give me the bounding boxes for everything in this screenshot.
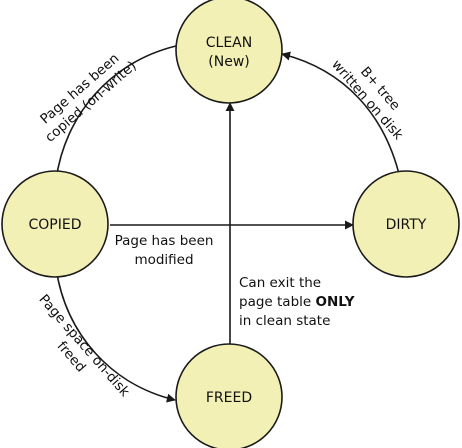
node-copied: COPIED [1, 170, 109, 278]
node-freed: FREED [175, 343, 283, 448]
node-clean-label-line1: CLEAN [206, 35, 252, 51]
node-clean: CLEAN (New) [175, 0, 283, 104]
node-dirty-label: DIRTY [386, 217, 427, 233]
label-freed-to-clean-line1: Can exit the [239, 275, 321, 291]
label-dirty-to-clean: B+ tree written on disk [328, 57, 406, 143]
edge-dirty-to-clean [281, 51, 401, 179]
label-copied-to-dirty: Page has been modified [115, 233, 214, 268]
label-copied-to-freed-line1: Page space on-disk [35, 292, 132, 401]
node-copied-label: COPIED [29, 217, 82, 233]
edge-clean-to-copied [52, 45, 177, 181]
label-freed-to-clean: Can exit the page table ONLY in clean st… [239, 275, 355, 329]
label-freed-to-clean-line2-prefix: page table [239, 294, 316, 310]
node-freed-label: FREED [206, 390, 252, 406]
node-dirty: DIRTY [352, 170, 460, 278]
node-clean-label-line2: (New) [208, 54, 249, 70]
label-freed-to-clean-line3: in clean state [239, 313, 330, 329]
label-copied-to-dirty-line1: Page has been [115, 233, 214, 249]
label-copied-to-freed: Page space on-disk freed [35, 292, 132, 401]
edge-copied-to-freed [55, 267, 176, 403]
label-freed-to-clean-line2-bold: ONLY [316, 294, 355, 310]
label-copied-to-dirty-line2: modified [134, 252, 193, 268]
label-freed-to-clean-line2: page table ONLY [239, 294, 355, 310]
label-clean-to-copied: Page has been copied (on-write) [37, 50, 139, 145]
